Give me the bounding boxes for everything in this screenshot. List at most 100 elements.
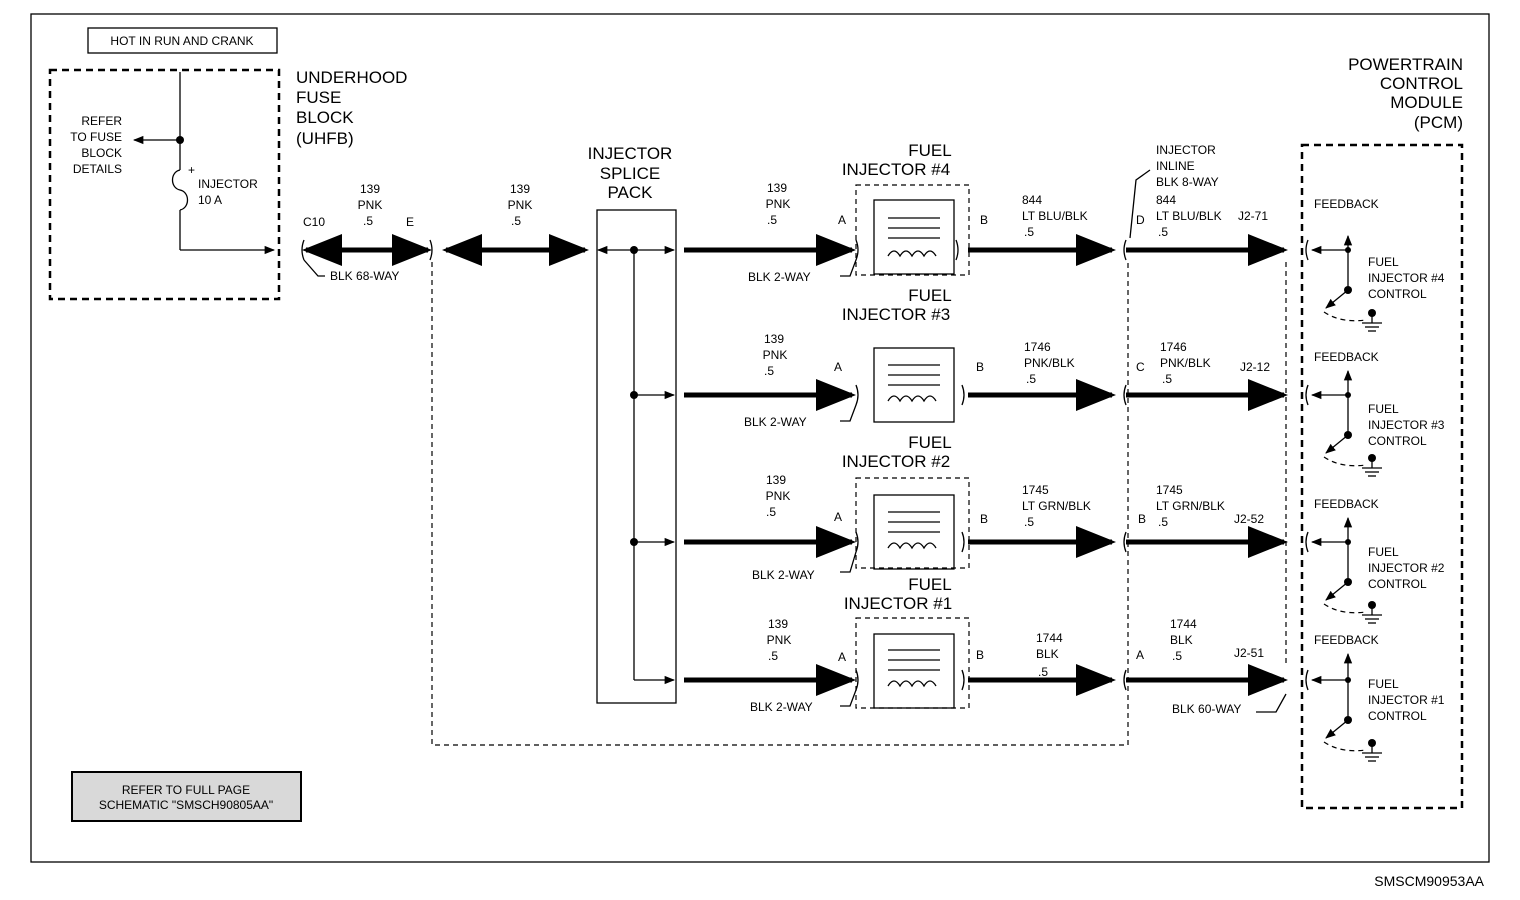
conn-2way: BLK 2-WAY	[750, 700, 813, 714]
pin-b: B	[976, 648, 984, 662]
in-wire-num: 139	[768, 617, 788, 631]
pin-a: A	[834, 510, 842, 524]
c10-wire-num: 139	[360, 182, 380, 196]
underhood-fuse-block: UNDERHOOD FUSE BLOCK (UHFB) REFER TO FUS…	[48, 68, 407, 301]
pcm-wire-size: .5	[1158, 225, 1168, 239]
pcm-pin: J2-52	[1234, 512, 1264, 526]
connector-outline	[431, 262, 1129, 746]
diagram-border	[30, 13, 1490, 863]
c10-feed: C10 139 PNK .5 E BLK 68-WAY	[301, 182, 433, 283]
in-wire-color: PNK	[767, 633, 792, 647]
control-2: INJECTOR #1	[1368, 693, 1445, 707]
pcm-wire-size: .5	[1172, 649, 1182, 663]
inline-pin: D	[1136, 213, 1145, 227]
pcm-wire-num: 1744	[1170, 617, 1197, 631]
c10-label: C10	[303, 215, 325, 229]
splice-pack-title-2: SPLICE	[600, 164, 660, 183]
out-wire-color: PNK/BLK	[1024, 356, 1075, 370]
pcm-pin: J2-51	[1234, 646, 1264, 660]
inline-pin: B	[1138, 512, 1146, 526]
c10-wire-color: PNK	[358, 198, 383, 212]
injector-title-1: FUEL	[908, 433, 951, 452]
fuse-block-title-3: BLOCK	[296, 108, 354, 127]
injector-title-1: FUEL	[908, 286, 951, 305]
pcm-wire-num: 1745	[1156, 483, 1183, 497]
inline-pin: C	[1136, 360, 1145, 374]
splice-wire-num: 139	[510, 182, 530, 196]
injector-title-1: FUEL	[908, 141, 951, 160]
fuse-refer-3: BLOCK	[81, 146, 122, 160]
c10-connector: BLK 68-WAY	[330, 269, 399, 283]
fuse-rating: 10 A	[198, 193, 222, 207]
pcm-wire-num: 1746	[1160, 340, 1187, 354]
pin-b: B	[980, 512, 988, 526]
feedback-label: FEEDBACK	[1314, 350, 1379, 364]
in-wire-size: .5	[766, 505, 776, 519]
out-wire-size: .5	[1026, 372, 1036, 386]
pin-a: A	[838, 213, 846, 227]
refer-full-2: SCHEMATIC "SMSCH90805AA"	[99, 798, 273, 812]
pcm-wire-size: .5	[1162, 372, 1172, 386]
injector-rows: FUEL INJECTOR #4 139 PNK .5 A BLK 2-WAY …	[684, 141, 1445, 762]
power-note-text: HOT IN RUN AND CRANK	[110, 34, 253, 48]
fuse-refer-2: TO FUSE	[70, 130, 122, 144]
injector-row-3: FUEL INJECTOR #3 139 PNK .5 A BLK 2-WAY …	[684, 286, 1445, 477]
fuse-plus: +	[188, 163, 195, 177]
in-wire-color: PNK	[766, 489, 791, 503]
pcm-title-4: (PCM)	[1414, 113, 1463, 132]
power-note: HOT IN RUN AND CRANK	[87, 27, 278, 54]
pcm-wire-size: .5	[1158, 515, 1168, 529]
pcm-title-2: CONTROL	[1380, 74, 1463, 93]
out-wire-size: .5	[1024, 515, 1034, 529]
pin-a: A	[834, 360, 842, 374]
injector-row-1: FUEL INJECTOR #1 139 PNK .5 A BLK 2-WAY …	[684, 575, 1445, 762]
control-2: INJECTOR #4	[1368, 271, 1445, 285]
figure-id: SMSCM90953AA	[1374, 873, 1484, 889]
in-wire-num: 139	[766, 473, 786, 487]
conn-2way: BLK 2-WAY	[748, 270, 811, 284]
refer-full-page-note: REFER TO FULL PAGE SCHEMATIC "SMSCH90805…	[71, 771, 302, 822]
injector-title-2: INJECTOR #1	[844, 594, 952, 613]
inline-title-1: INJECTOR	[1156, 143, 1216, 157]
control-2: INJECTOR #3	[1368, 418, 1445, 432]
pcm-wire-num: 844	[1156, 193, 1176, 207]
out-wire-num: 1744	[1036, 631, 1063, 645]
fuse-refer-1: REFER	[81, 114, 122, 128]
injector-splice-pack: INJECTOR SPLICE PACK	[588, 144, 677, 704]
fuse-block-title-1: UNDERHOOD	[296, 68, 407, 87]
control-3: CONTROL	[1368, 434, 1427, 448]
splice-wire-color: PNK	[508, 198, 533, 212]
fuse-icon	[171, 169, 189, 211]
in-wire-num: 139	[767, 181, 787, 195]
injector-title-2: INJECTOR #2	[842, 452, 950, 471]
pcm-wire-color: PNK/BLK	[1160, 356, 1211, 370]
control-2: INJECTOR #2	[1368, 561, 1445, 575]
control-1: FUEL	[1368, 677, 1399, 691]
feedback-label: FEEDBACK	[1314, 197, 1379, 211]
fuel-injector-icon	[873, 494, 955, 570]
fuse-block-title-2: FUSE	[296, 88, 341, 107]
splice-pack-title-1: INJECTOR	[588, 144, 673, 163]
out-wire-size: .5	[1024, 225, 1034, 239]
injector-title-2: INJECTOR #4	[842, 160, 950, 179]
pcm-title-1: POWERTRAIN	[1348, 55, 1463, 74]
fuel-injector-icon	[873, 199, 955, 275]
pcm-title-3: MODULE	[1390, 93, 1463, 112]
out-wire-size: .5	[1038, 665, 1048, 679]
out-wire-color: LT BLU/BLK	[1022, 209, 1088, 223]
feedback-label: FEEDBACK	[1314, 497, 1379, 511]
control-3: CONTROL	[1368, 577, 1427, 591]
in-wire-size: .5	[768, 649, 778, 663]
out-wire-num: 1745	[1022, 483, 1049, 497]
out-wire-num: 844	[1022, 193, 1042, 207]
fuse-refer-4: DETAILS	[73, 162, 122, 176]
pcm-wire-color: BLK	[1170, 633, 1193, 647]
fuse-name: INJECTOR	[198, 177, 258, 191]
injector-row-2: FUEL INJECTOR #2 139 PNK .5 A BLK 2-WAY …	[684, 433, 1445, 624]
splice-wire-size: .5	[511, 214, 521, 228]
in-wire-num: 139	[764, 332, 784, 346]
out-wire-color: BLK	[1036, 647, 1059, 661]
inline-title-3: BLK 8-WAY	[1156, 175, 1219, 189]
control-1: FUEL	[1368, 255, 1399, 269]
